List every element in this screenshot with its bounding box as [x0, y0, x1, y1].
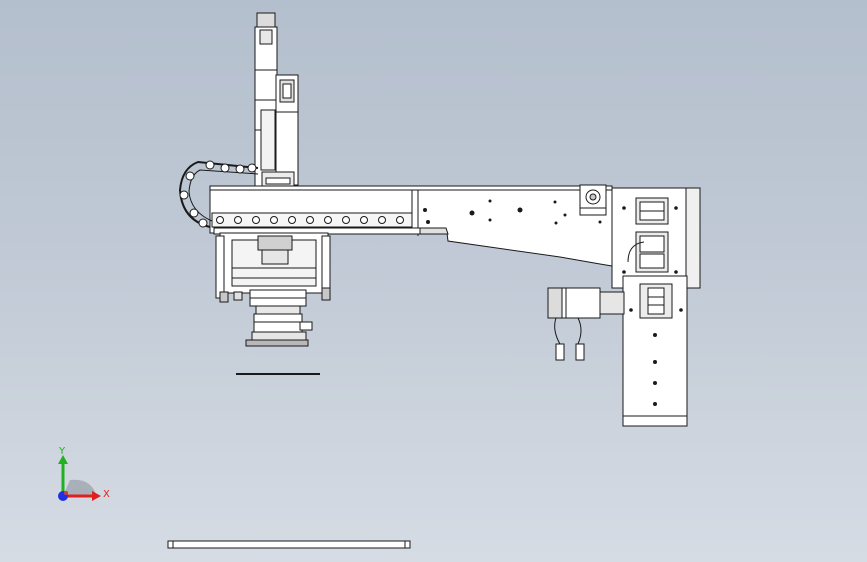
- axis-triad: Y X: [58, 446, 110, 501]
- base-rail: [167, 540, 411, 549]
- carriage: [215, 232, 331, 303]
- beam-holes: [423, 199, 602, 225]
- servo-motor: [547, 287, 625, 361]
- beam-end-drive: [579, 184, 607, 216]
- y-axis-head: [58, 455, 68, 464]
- triad-origin-sphere: [64, 491, 68, 495]
- vertical-arm: [622, 275, 688, 427]
- gripper-stack: [236, 289, 320, 375]
- y-axis-label: Y: [58, 446, 66, 457]
- x-axis-label: X: [103, 489, 110, 500]
- x-axis-head: [92, 491, 101, 501]
- cable-chain: [178, 160, 413, 228]
- vertical-column: [254, 12, 278, 188]
- triad-rotation-arc: [63, 479, 96, 496]
- right-joint-plate: [611, 187, 701, 289]
- robot-assembly[interactable]: [167, 12, 701, 549]
